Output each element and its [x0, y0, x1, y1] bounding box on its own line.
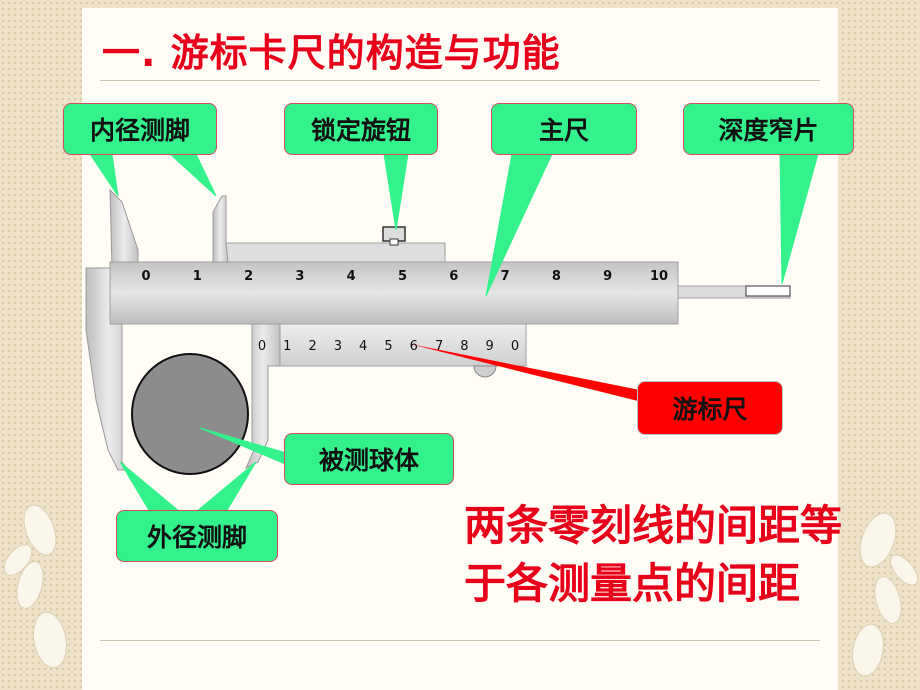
- inner-jaw-pointer-2: [168, 153, 217, 197]
- vernier-tick-label: 0: [258, 339, 266, 354]
- vernier-tick-label: 8: [460, 339, 468, 354]
- vernier-scale-ticks: 0 1 2 3 4 5 6 7 8 9 0: [258, 339, 519, 354]
- lock-knob-pointer: [383, 153, 409, 231]
- main-scale-tick-label: 8: [552, 269, 561, 284]
- main-scale-tick-label: 2: [244, 269, 253, 284]
- main-scale-tick-label: 4: [347, 269, 356, 284]
- vernier-tick-label: 9: [486, 339, 494, 354]
- main-scale-bar: [109, 261, 679, 325]
- decorative-flower-right: [852, 512, 918, 677]
- depth-bar-tip: [745, 285, 791, 297]
- vernier-tick-label: 2: [308, 339, 316, 354]
- main-scale-tick-label: 1: [193, 269, 202, 284]
- main-scale-tick-label: 0: [141, 269, 150, 284]
- zero-line-statement: 两条零刻线的间距等于各测量点的间距: [464, 501, 843, 608]
- vernier-tick-label: 1: [283, 339, 291, 354]
- fixed-inner-jaw: [109, 188, 139, 269]
- main-scale-tick-label: 6: [449, 269, 458, 284]
- vernier-tick-label: 0: [511, 339, 519, 354]
- label-lock-knob: 锁定旋钮: [284, 103, 438, 155]
- label-inner-jaw: 内径测脚: [63, 103, 217, 155]
- main-scale-ticks: 0 1 2 3 4 5 6 7 8 9 10: [141, 269, 668, 284]
- main-scale-tick-label: 3: [295, 269, 304, 284]
- moving-inner-jaw: [212, 195, 229, 263]
- vernier-tick-label: 7: [435, 339, 443, 354]
- label-outer-jaw: 外径测脚: [116, 510, 278, 562]
- inner-jaw-pointer-1: [89, 153, 119, 197]
- vernier-pointer: [410, 344, 650, 404]
- label-measured-ball: 被测球体: [284, 433, 454, 485]
- vernier-top-rail: [214, 242, 446, 263]
- depth-bar-pointer: [779, 153, 819, 285]
- label-main-scale: 主尺: [491, 103, 637, 155]
- page-title: 一. 游标卡尺的构造与功能: [102, 31, 561, 75]
- thumb-wheel: [473, 365, 497, 378]
- vernier-tick-label: 3: [334, 339, 342, 354]
- main-scale-tick-label: 10: [650, 269, 668, 284]
- vernier-tick-label: 5: [384, 339, 392, 354]
- title-divider: [100, 80, 820, 81]
- main-scale-tick-label: 7: [501, 269, 510, 284]
- main-scale-tick-label: 5: [398, 269, 407, 284]
- footer-divider: [100, 640, 820, 641]
- decorative-flower-left: [3, 504, 67, 669]
- vernier-tick-label: 4: [359, 339, 367, 354]
- measured-ball: [131, 353, 249, 475]
- vernier-tick-label: 6: [410, 339, 418, 354]
- label-depth-bar: 深度窄片: [683, 103, 854, 155]
- main-scale-tick-label: 9: [603, 269, 612, 284]
- label-vernier: 游标尺: [637, 381, 783, 435]
